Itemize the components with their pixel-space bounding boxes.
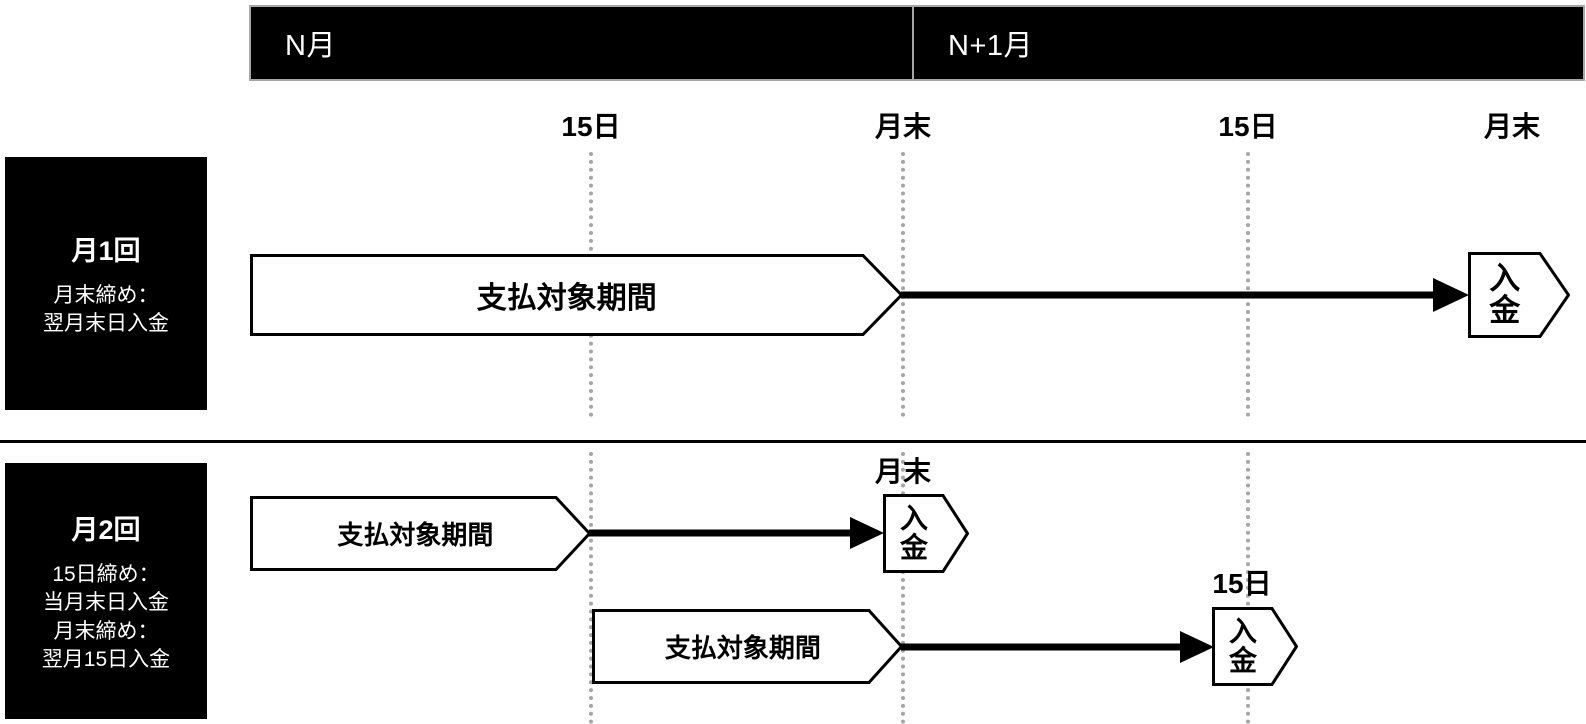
period-bar-row2-b: 支払対象期間 xyxy=(592,609,903,684)
category-subtitle-monthly-once: 月末締め： 翌月末日入金 xyxy=(43,283,169,335)
section-divider xyxy=(0,440,1586,443)
deposit-char-top: 入 xyxy=(1228,615,1257,647)
category-block-monthly-once: 月1回 月末締め： 翌月末日入金 xyxy=(5,157,207,410)
deposit-pentagon-row1: 入 金 xyxy=(1468,252,1570,338)
month-header-n: N月 xyxy=(249,5,914,81)
deposit-char-bottom: 金 xyxy=(1228,644,1257,676)
deposit-pentagon-row1-label: 入 金 xyxy=(1468,252,1541,338)
deposit-caption-row2-b: 15日 xyxy=(1212,568,1272,599)
gridline-n-15-lower xyxy=(589,452,593,724)
period-bar-row2-a: 支払対象期間 xyxy=(250,496,591,571)
category-subtitle-monthly-twice: 15日締め： 当月末日入金 月末締め： 翌月15日入金 xyxy=(41,562,171,671)
period-bar-row1-label: 支払対象期間 xyxy=(476,282,657,315)
tick-label-n-monthend: 月末 xyxy=(874,111,932,142)
deposit-pentagon-row2-b-label: 入 金 xyxy=(1212,607,1274,686)
deposit-char-bottom: 金 xyxy=(899,531,928,563)
category-block-monthly-twice: 月2回 15日締め： 当月末日入金 月末締め： 翌月15日入金 xyxy=(5,463,207,719)
period-bar-row2-a-label: 支払対象期間 xyxy=(337,520,494,550)
category-title-monthly-once: 月1回 xyxy=(71,235,141,266)
period-bar-row1: 支払対象期間 xyxy=(250,254,903,336)
deposit-pentagon-row2-a: 入 金 xyxy=(883,494,969,573)
flow-arrow-row2-b xyxy=(901,631,1214,663)
month-header-n-plus-1: N+1月 xyxy=(912,5,1585,81)
gridline-n1-15-upper xyxy=(1246,152,1250,417)
month-header-n-label: N月 xyxy=(285,30,336,62)
deposit-pentagon-row2-b: 入 金 xyxy=(1212,607,1298,686)
flow-arrow-row1 xyxy=(901,278,1469,312)
gridline-n-monthend-lower xyxy=(901,452,905,724)
gridline-n1-15-lower xyxy=(1246,452,1250,724)
month-header-n-plus-1-label: N+1月 xyxy=(948,30,1034,62)
category-title-monthly-twice: 月2回 xyxy=(71,514,141,545)
deposit-char-top: 入 xyxy=(1489,261,1521,297)
deposit-caption-row2-a: 月末 xyxy=(874,456,932,487)
gridline-n-monthend-upper xyxy=(901,152,905,417)
deposit-char-top: 入 xyxy=(899,502,928,534)
period-bar-row2-b-label: 支払対象期間 xyxy=(664,633,821,663)
deposit-pentagon-row2-a-label: 入 金 xyxy=(883,494,945,573)
flow-arrow-row2-a xyxy=(589,517,884,549)
tick-label-n1-monthend: 月末 xyxy=(1483,111,1541,142)
tick-label-n-15: 15日 xyxy=(561,111,621,142)
deposit-char-bottom: 金 xyxy=(1489,293,1521,328)
tick-label-n1-15: 15日 xyxy=(1218,111,1278,142)
